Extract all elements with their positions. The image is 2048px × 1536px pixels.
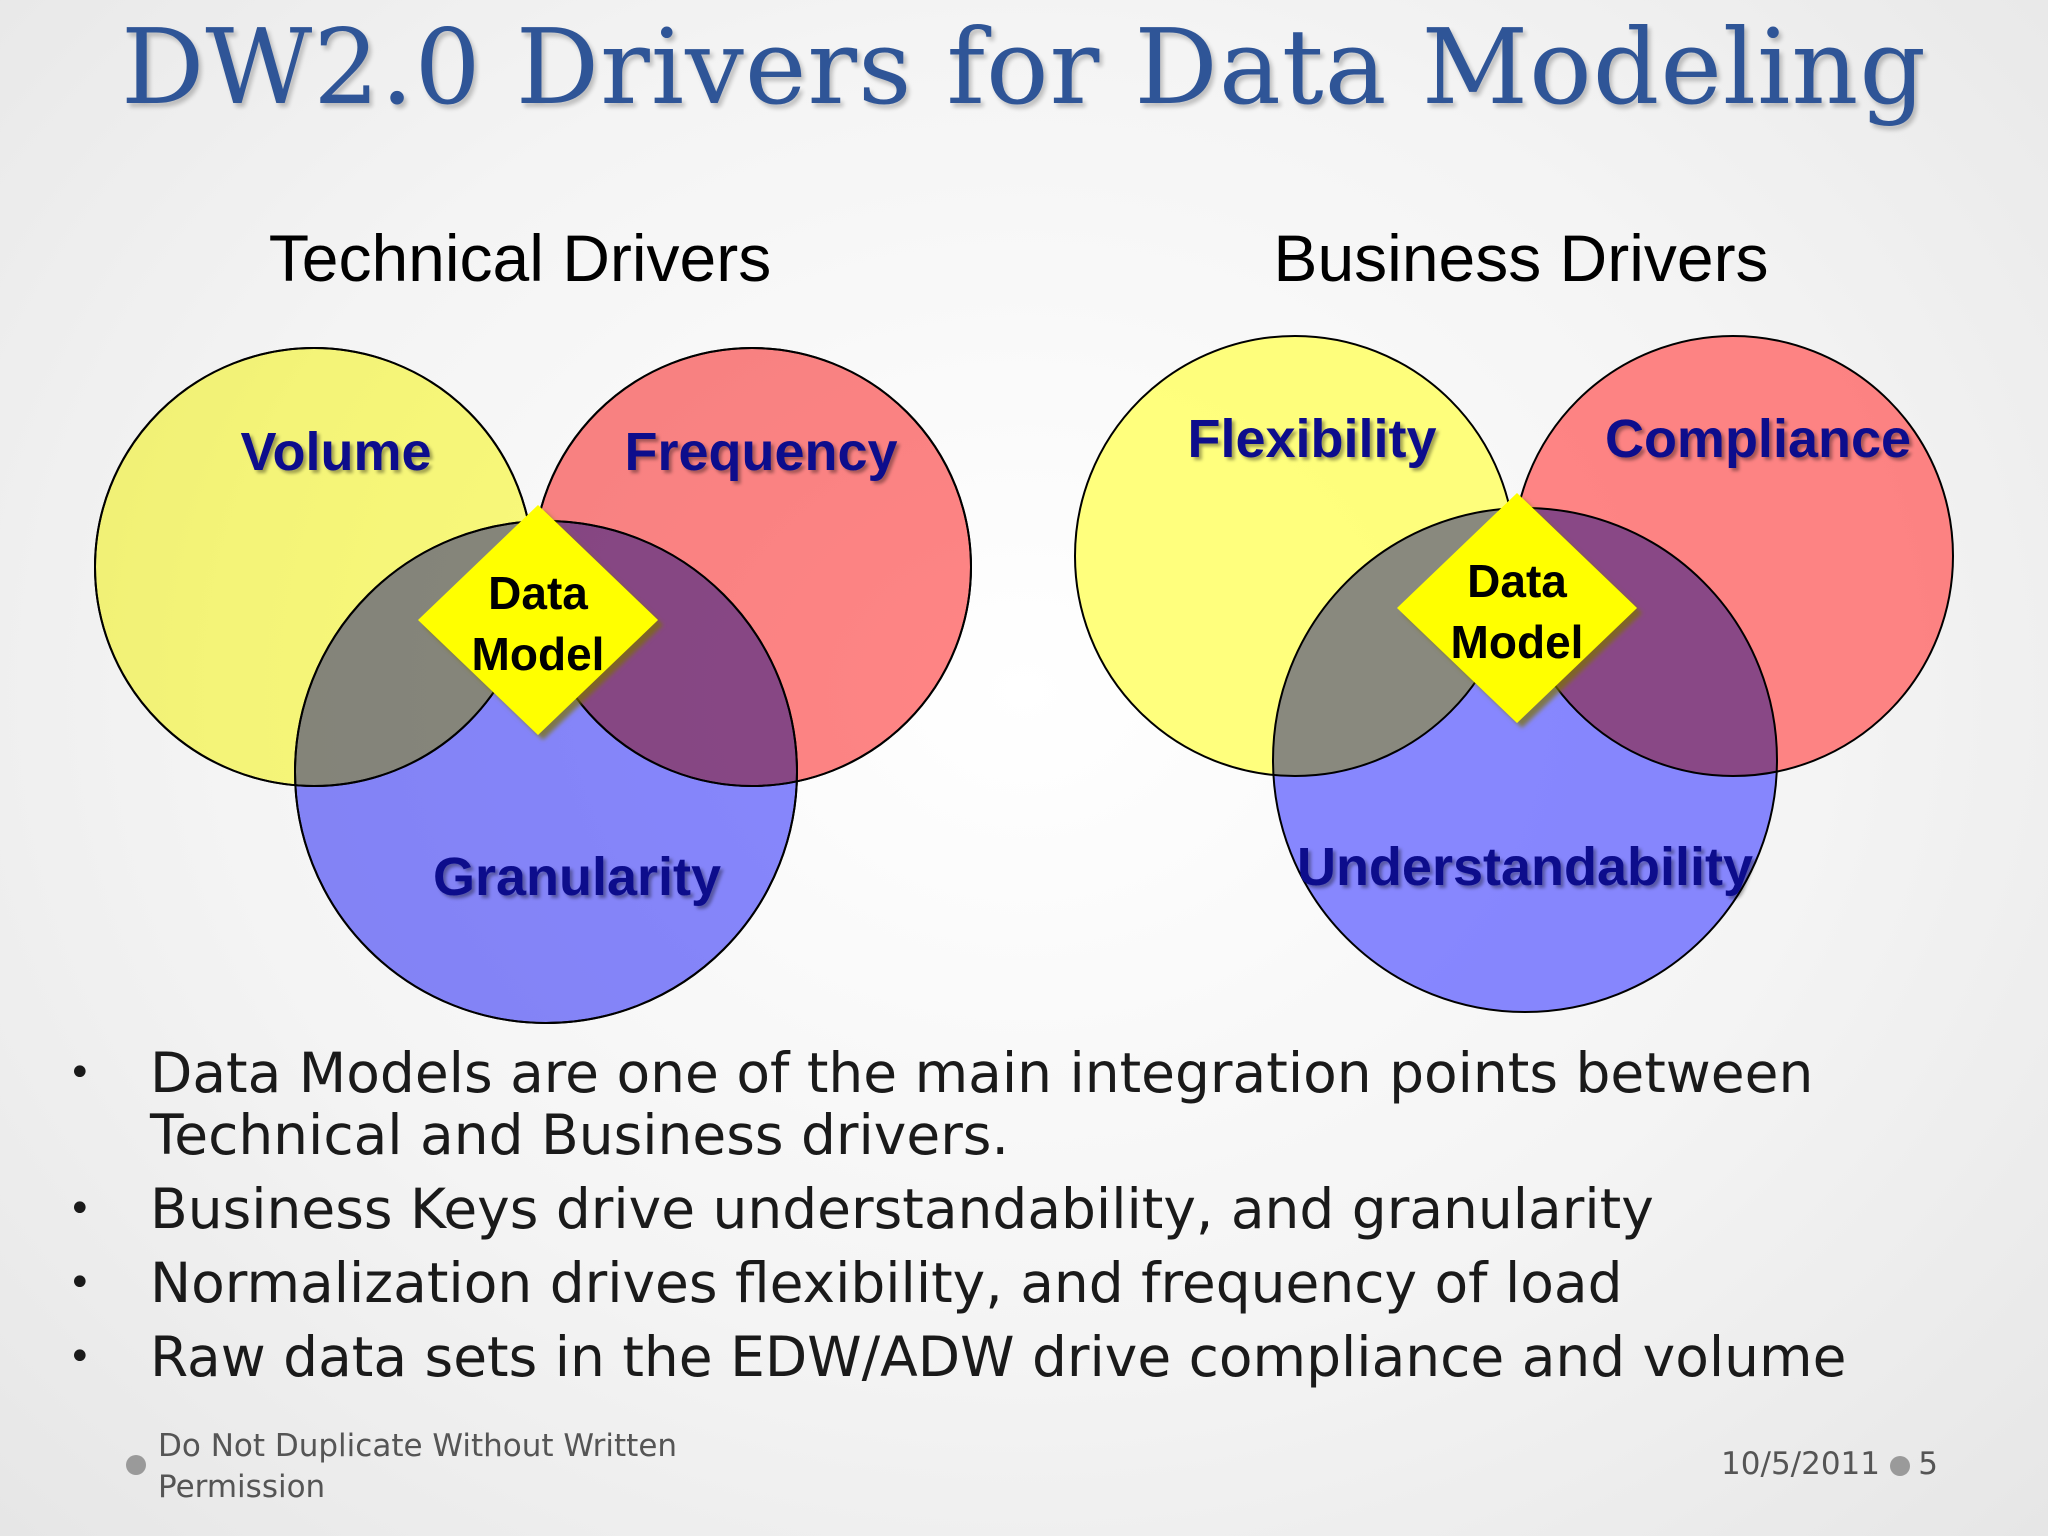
data-model-diamond [1397,493,1637,723]
bullet-item: • Data Models are one of the main integr… [60,1042,2020,1166]
business-venn: Business Drivers Flexibility Compliance … [1074,221,1954,1013]
flexibility-label: Flexibility [1187,409,1436,469]
slide-title: DW2.0 Drivers for Data Modeling [121,6,1927,128]
data-model-diamond [418,505,658,735]
bullet-text: Business Keys drive understandability, a… [150,1177,1654,1241]
data-model-label-line1: Data [488,567,588,619]
bullet-icon: • [68,1186,92,1232]
bullet-icon: • [68,1050,92,1096]
bullet-item: • Raw data sets in the EDW/ADW drive com… [60,1326,2020,1388]
bullet-icon: • [68,1334,92,1380]
venn-diagrams: Technical Drivers Volume Frequency Granu… [94,221,1954,1024]
data-model-label-line2: Model [472,628,605,680]
bullet-item: • Business Keys drive understandability,… [60,1178,2020,1240]
granularity-label: Granularity [433,847,721,907]
volume-label: Volume [240,422,431,482]
footer-dot-icon [126,1455,146,1475]
bullet-text: Normalization drives flexibility, and fr… [150,1251,1623,1315]
technical-venn: Technical Drivers Volume Frequency Granu… [94,221,972,1024]
data-model-label-line1: Data [1467,555,1567,607]
understandability-label: Understandability [1297,837,1753,897]
footer-date: 10/5/2011 [1721,1446,1880,1482]
frequency-label: Frequency [624,422,897,482]
understandability-circle [1273,508,1777,1012]
bullet-text: Raw data sets in the EDW/ADW drive compl… [150,1325,1847,1389]
technical-heading: Technical Drivers [269,221,771,295]
compliance-label: Compliance [1605,409,1911,469]
data-model-label-line2: Model [1451,616,1584,668]
bullet-text: Data Models are one of the main integrat… [150,1041,1814,1167]
bullet-icon: • [68,1260,92,1306]
bullet-list: • Data Models are one of the main integr… [60,1042,2020,1400]
slide-number: 5 [1918,1446,1938,1482]
bullet-item: • Normalization drives flexibility, and … [60,1252,2020,1314]
business-heading: Business Drivers [1273,221,1768,295]
footer-notice: Do Not Duplicate Without Written Permiss… [158,1428,678,1505]
footer-dot-icon [1890,1456,1910,1476]
